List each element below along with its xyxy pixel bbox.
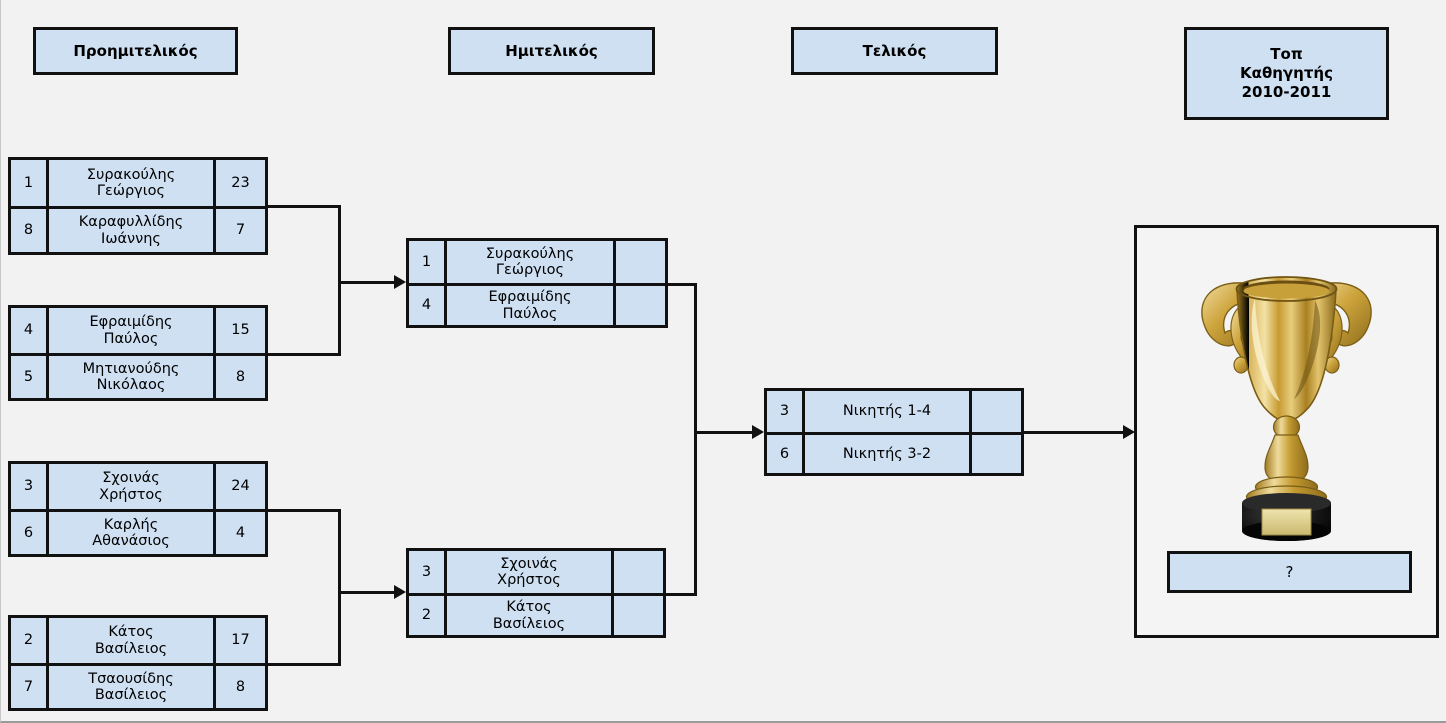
round-header-semifinal: Ημιτελικός [448, 27, 655, 75]
score-cell [613, 241, 665, 283]
seed-cell: 4 [409, 286, 447, 325]
round-header-final: Τελικός [791, 27, 998, 75]
player-name-cell: Συρακούλης Γεώργιος [447, 241, 613, 283]
table-row: 3 Σχοινάς Χρήστος 24 [11, 464, 265, 509]
player-name-cell: Κάτος Βασίλειος [447, 596, 611, 635]
seed-cell: 6 [11, 512, 49, 554]
score-cell [613, 286, 665, 325]
round-header-semifinal-label: Ημιτελικός [505, 41, 598, 60]
table-row: 4 Εφραιμίδης Παύλος 15 [11, 308, 265, 353]
round-header-final-label: Τελικός [862, 41, 927, 60]
score-cell: 4 [213, 512, 265, 554]
table-row: 5 Μητιανούδης Νικόλαος 8 [11, 353, 265, 398]
match-box-qf3: 3 Σχοινάς Χρήστος 24 6 Καρλής Αθανάσιος … [8, 461, 268, 557]
player-name-cell: Τσαουσίδης Βασίλειος [49, 666, 213, 708]
seed-cell: 1 [409, 241, 447, 283]
arrow-head-winner [1123, 425, 1135, 439]
match-box-sf2: 3 Σχοινάς Χρήστος 2 Κάτος Βασίλειος [406, 548, 666, 638]
player-name-cell: Σχοινάς Χρήστος [447, 551, 611, 593]
winner-name-box: ? [1167, 551, 1412, 593]
table-row: 3 Νικητής 1-4 [767, 391, 1021, 432]
player-name-cell: Κάτος Βασίλειος [49, 618, 213, 663]
score-cell [969, 391, 1021, 432]
connector-sf1-feed [338, 281, 396, 284]
seed-cell: 5 [11, 356, 49, 398]
player-name-cell: Σχοινάς Χρήστος [49, 464, 213, 509]
arrow-head-final [752, 425, 764, 439]
tournament-title-text: Τοπ Καθηγητής 2010-2011 [1240, 45, 1333, 101]
table-row: 7 Τσαουσίδης Βασίλειος 8 [11, 663, 265, 708]
seed-cell: 3 [767, 391, 805, 432]
score-cell: 23 [213, 160, 265, 206]
winner-name-label: ? [1285, 563, 1294, 581]
seed-cell: 2 [409, 596, 447, 635]
table-row: 8 Καραφυλλίδης Ιωάννης 7 [11, 206, 265, 252]
arrow-head-sf1 [394, 275, 406, 289]
connector-sf-pair-vertical [694, 283, 697, 596]
score-cell: 8 [213, 666, 265, 708]
player-name-cell: Μητιανούδης Νικόλαος [49, 356, 213, 398]
connector-sf2-horizontal [664, 593, 696, 596]
table-row: 6 Νικητής 3-2 [767, 432, 1021, 473]
seed-cell: 8 [11, 209, 49, 252]
player-name-cell: Εφραιμίδης Παύλος [447, 286, 613, 325]
score-cell: 8 [213, 356, 265, 398]
winner-panel: ? [1134, 225, 1439, 638]
trophy-icon [1137, 236, 1436, 546]
score-cell: 7 [213, 209, 265, 252]
connector-sf2-feed [338, 591, 396, 594]
table-row: 2 Κάτος Βασίλειος 17 [11, 618, 265, 663]
table-row: 4 Εφραιμίδης Παύλος [409, 283, 665, 325]
match-box-sf1: 1 Συρακούλης Γεώργιος 4 Εφραιμίδης Παύλο… [406, 238, 668, 328]
match-box-qf4: 2 Κάτος Βασίλειος 17 7 Τσαουσίδης Βασίλε… [8, 615, 268, 711]
seed-cell: 2 [11, 618, 49, 663]
connector-qf4-horizontal [266, 663, 341, 666]
connector-qf1-horizontal [266, 205, 341, 208]
match-box-qf2: 4 Εφραιμίδης Παύλος 15 5 Μητιανούδης Νικ… [8, 305, 268, 401]
score-cell [611, 596, 663, 635]
connector-winner-feed [1022, 431, 1125, 434]
score-cell: 24 [213, 464, 265, 509]
match-box-qf1: 1 Συρακούλης Γεώργιος 23 8 Καραφυλλίδης … [8, 157, 268, 255]
table-row: 3 Σχοινάς Χρήστος [409, 551, 663, 593]
seed-cell: 6 [767, 435, 805, 473]
seed-cell: 7 [11, 666, 49, 708]
player-name-cell: Συρακούλης Γεώργιος [49, 160, 213, 206]
connector-qf-pair1-vertical [338, 205, 341, 356]
player-name-cell: Καραφυλλίδης Ιωάννης [49, 209, 213, 252]
seed-cell: 4 [11, 308, 49, 353]
player-name-cell: Εφραιμίδης Παύλος [49, 308, 213, 353]
connector-qf2-horizontal [266, 353, 341, 356]
tournament-title-box: Τοπ Καθηγητής 2010-2011 [1184, 27, 1389, 120]
seed-cell: 3 [409, 551, 447, 593]
seed-cell: 1 [11, 160, 49, 206]
table-row: 1 Συρακούλης Γεώργιος 23 [11, 160, 265, 206]
connector-final-feed [694, 431, 754, 434]
match-box-final: 3 Νικητής 1-4 6 Νικητής 3-2 [764, 388, 1024, 476]
connector-sf1-horizontal [666, 283, 696, 286]
score-cell [611, 551, 663, 593]
table-row: 1 Συρακούλης Γεώργιος [409, 241, 665, 283]
player-name-cell: Καρλής Αθανάσιος [49, 512, 213, 554]
score-cell: 17 [213, 618, 265, 663]
player-name-cell: Νικητής 1-4 [805, 391, 969, 432]
connector-qf-pair2-vertical [338, 509, 341, 666]
player-name-cell: Νικητής 3-2 [805, 435, 969, 473]
table-row: 6 Καρλής Αθανάσιος 4 [11, 509, 265, 554]
connector-qf3-horizontal [266, 509, 341, 512]
round-header-quarterfinal: Προημιτελικός [33, 27, 238, 75]
score-cell [969, 435, 1021, 473]
score-cell: 15 [213, 308, 265, 353]
arrow-head-sf2 [394, 585, 406, 599]
table-row: 2 Κάτος Βασίλειος [409, 593, 663, 635]
round-header-quarterfinal-label: Προημιτελικός [73, 41, 198, 60]
seed-cell: 3 [11, 464, 49, 509]
